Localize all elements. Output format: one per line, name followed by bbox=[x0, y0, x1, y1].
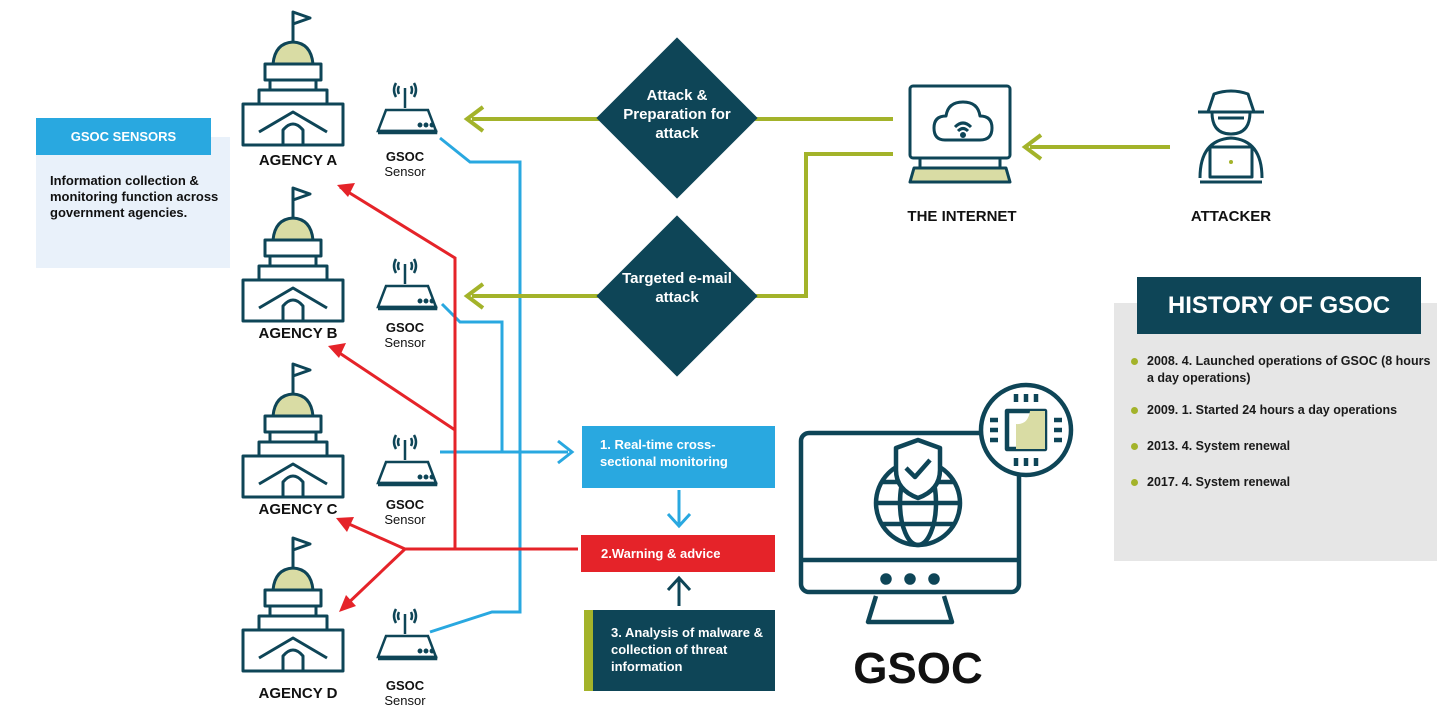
sensors-panel-bg bbox=[36, 137, 230, 268]
sensors-description: Information collection & monitoring func… bbox=[50, 173, 219, 220]
router-icon-b bbox=[376, 258, 438, 311]
warning-lines bbox=[331, 185, 578, 610]
history-item: 2013. 4. System renewal bbox=[1131, 438, 1431, 455]
router-icon-c bbox=[376, 434, 438, 487]
history-item: 2009. 1. Started 24 hours a day operatio… bbox=[1131, 402, 1431, 419]
step-analysis: 3. Analysis of malware & collection of t… bbox=[584, 610, 775, 691]
step-arrows-up bbox=[666, 575, 692, 606]
history-list: 2008. 4. Launched operations of GSOC (8 … bbox=[1131, 353, 1431, 491]
building-icon-a bbox=[241, 10, 345, 147]
router-icon-a bbox=[376, 82, 438, 135]
warning-arrowheads bbox=[328, 183, 356, 612]
step-arrows bbox=[666, 490, 692, 529]
gsoc-label: GSOC bbox=[853, 644, 983, 693]
agency-label-d: AGENCY D bbox=[258, 685, 338, 702]
attacker-icon bbox=[1198, 89, 1264, 184]
router-icon-d bbox=[376, 608, 438, 661]
history-title: HISTORY OF GSOC bbox=[1137, 277, 1421, 334]
gsoc-monitor-icon bbox=[798, 382, 1074, 625]
agency-label-c: AGENCY C bbox=[258, 501, 338, 518]
building-icon-d bbox=[241, 536, 345, 673]
step-monitoring: 1. Real-time cross-sectional monitoring bbox=[582, 426, 775, 488]
history-panel-bg bbox=[1114, 303, 1437, 561]
building-icon-c bbox=[241, 362, 345, 499]
agency-label-b: AGENCY B bbox=[258, 325, 338, 342]
attack-diamond-2-label: Targeted e-mail attack bbox=[622, 270, 732, 306]
history-item: 2008. 4. Launched operations of GSOC (8 … bbox=[1131, 353, 1431, 387]
agency-buildings bbox=[241, 10, 345, 673]
internet-label: THE INTERNET bbox=[907, 208, 1017, 225]
building-icon-b bbox=[241, 186, 345, 323]
attacker-label: ATTACKER bbox=[1190, 208, 1272, 225]
step-warning: 2.Warning & advice bbox=[581, 535, 775, 572]
sensor-icons bbox=[376, 82, 438, 661]
attack-diamond-1-label: Attack & Preparation for attack bbox=[623, 87, 731, 142]
history-item: 2017. 4. System renewal bbox=[1131, 474, 1431, 491]
monitoring-lines bbox=[429, 136, 575, 634]
internet-computer-icon bbox=[908, 84, 1012, 184]
sensors-title: GSOC SENSORS bbox=[36, 118, 211, 155]
agency-label-a: AGENCY A bbox=[258, 152, 338, 169]
attack-lines bbox=[463, 105, 1170, 310]
